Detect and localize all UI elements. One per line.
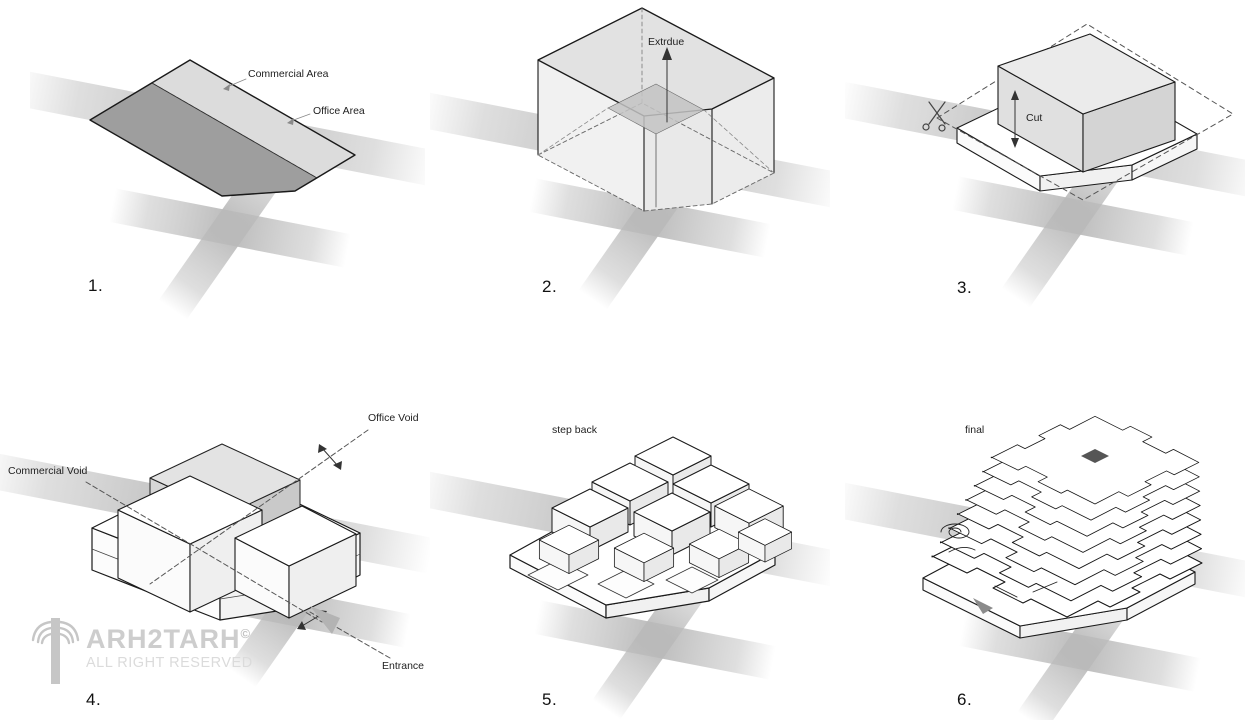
tarh-logo-icon (31, 618, 80, 684)
ramp-spiral (940, 523, 970, 539)
step-3-illustration (845, 23, 1245, 308)
panel-step-5: step back 5. (430, 360, 830, 720)
brand-name: ARH2TARH© (86, 620, 253, 653)
step-number-6: 6. (957, 690, 973, 709)
label-commercial-void: Commercial Void (8, 465, 88, 477)
extrude-arrow (662, 47, 672, 123)
label-entrance: Entrance (382, 660, 425, 672)
label-step-back: step back (552, 424, 597, 436)
step-number-2: 2. (542, 277, 558, 296)
panel-step-4: Office Void Commercial Void Entrance 4. (0, 360, 430, 720)
watermark-text: ARH2TARH© ALL RIGHT RESERVED (86, 620, 253, 671)
step-5-illustration (430, 436, 830, 720)
copyright-mark: © (240, 626, 252, 641)
step-number-1: 1. (88, 276, 104, 295)
leader-lines (223, 78, 311, 125)
panel-step-6: final 6. (845, 360, 1245, 720)
entrance-arrow (310, 606, 340, 634)
brand-label: ARH2TARH (86, 624, 241, 654)
panel-step-2: Extrdue 2. (430, 0, 830, 320)
cut-arrow (1011, 90, 1019, 148)
watermark: ARH2TARH© ALL RIGHT RESERVED (30, 612, 253, 692)
label-cut: Cut (1026, 112, 1043, 124)
entrance-mark (973, 598, 993, 614)
step-2-illustration (430, 7, 830, 310)
panel-step-3: Cut 3. (845, 0, 1245, 320)
step-6-illustration (845, 415, 1245, 720)
step-4-illustration (0, 429, 430, 688)
label-commercial-area: Commercial Area (248, 68, 329, 80)
office-block-right (234, 505, 357, 619)
extruded-mass (537, 7, 775, 212)
label-office-void: Office Void (368, 412, 419, 424)
rights-reserved-text: ALL RIGHT RESERVED (86, 655, 253, 671)
step-number-3: 3. (957, 278, 973, 297)
step-number-4: 4. (86, 690, 102, 709)
label-office-area: Office Area (313, 105, 365, 117)
scissors-icon (922, 101, 946, 132)
step-number-5: 5. (542, 690, 558, 709)
facade-details (940, 449, 1109, 614)
label-extrude: Extrdue (648, 36, 685, 48)
core-mark (1081, 449, 1109, 463)
office-void-line (149, 429, 369, 585)
commercial-void-line (85, 481, 323, 623)
panel-step-1: Commercial Area Office Area 1. (30, 0, 425, 320)
mass-base-hidden (537, 102, 775, 212)
step-1-illustration (30, 59, 425, 320)
site-outline (89, 59, 356, 197)
label-final: final (965, 424, 985, 436)
core-footprint (607, 83, 705, 135)
site-plan (89, 59, 356, 197)
cut-mass (997, 33, 1176, 173)
